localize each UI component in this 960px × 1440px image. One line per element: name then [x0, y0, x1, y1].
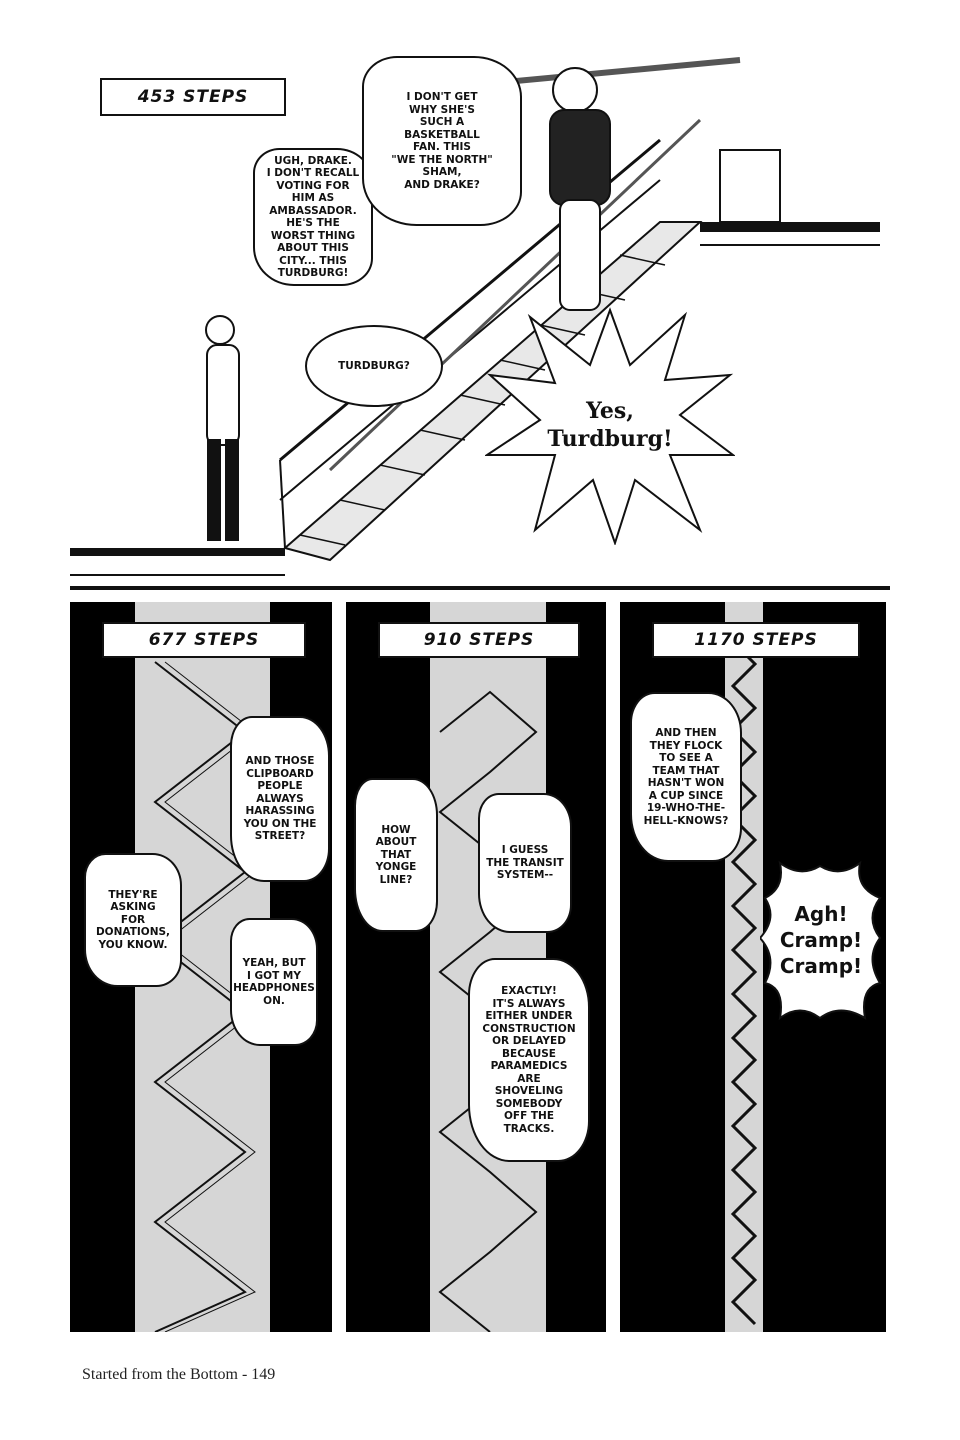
shout-text: Yes, Turdburg!	[547, 398, 673, 452]
cramp-text: Agh! Cramp! Cramp!	[779, 902, 863, 978]
cramp-burst: Agh! Cramp! Cramp!	[760, 858, 882, 1022]
speech-bubble-flock: AND THEN THEY FLOCK TO SEE A TEAM THAT H…	[630, 692, 742, 862]
staircase-drawing	[70, 57, 890, 590]
zigzag-stairs	[730, 640, 758, 1326]
zigzag-stairs	[438, 690, 538, 1332]
speech-bubble-yonge: HOW ABOUT THAT YONGE LINE?	[354, 778, 438, 932]
speech-bubble-headphones: YEAH, BUT I GOT MY HEADPHONES ON.	[230, 918, 318, 1046]
speech-bubble-transit: I GUESS THE TRANSIT SYSTEM--	[478, 793, 572, 933]
step-count-caption: 453 STEPS	[100, 78, 286, 116]
step-count-caption: 1170 STEPS	[652, 622, 860, 658]
burst-shape	[760, 860, 882, 1021]
speech-bubble-basketball: I DON'T GET WHY SHE'S SUCH A BASKETBALL …	[362, 56, 522, 226]
page-footer: Started from the Bottom - 149	[82, 1366, 276, 1383]
step-count-caption: 910 STEPS	[378, 622, 580, 658]
burst-shape	[485, 307, 735, 545]
speech-bubble-clipboard: AND THOSE CLIPBOARD PEOPLE ALWAYS HARASS…	[230, 716, 330, 882]
shout-burst: Yes, Turdburg!	[485, 305, 735, 545]
speech-bubble-question: TURDBURG?	[305, 325, 443, 407]
step-count-caption: 677 STEPS	[102, 622, 306, 658]
speech-bubble-donations: THEY'RE ASKING FOR DONATIONS, YOU KNOW.	[84, 853, 182, 987]
speech-bubble-exactly: EXACTLY! IT'S ALWAYS EITHER UNDER CONSTR…	[468, 958, 590, 1162]
speech-bubble-drake-complaint: UGH, DRAKE. I DON'T RECALL VOTING FOR HI…	[253, 148, 373, 286]
